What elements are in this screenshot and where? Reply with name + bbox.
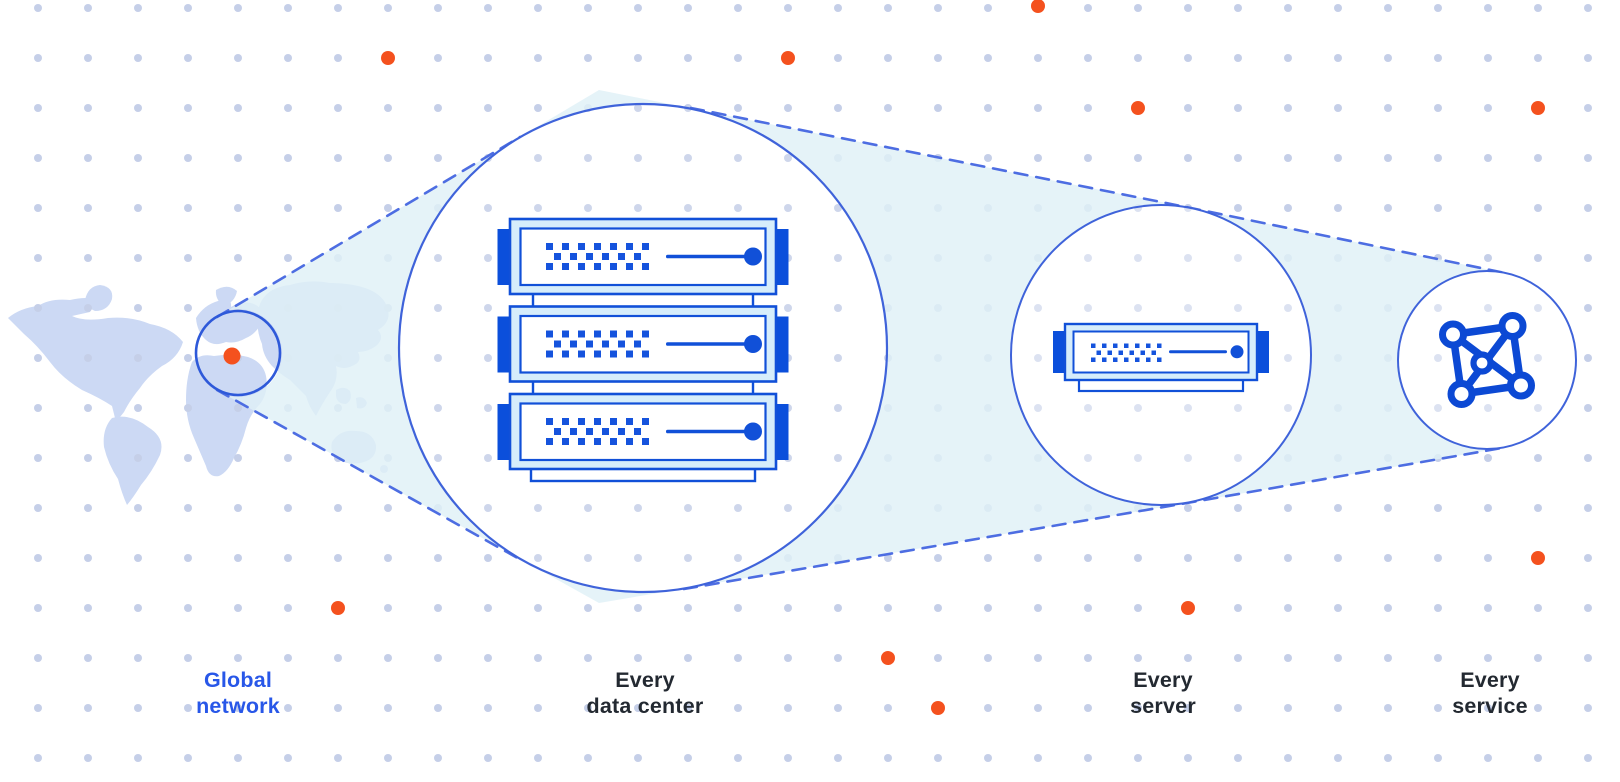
network-mesh-icon [1439,312,1535,408]
label-every-data-center: Every data center [587,667,704,719]
label-line: Every [1133,668,1193,692]
accent-dots [331,0,1545,715]
server-icon [1053,322,1269,393]
label-line: Every [615,668,675,692]
label-every-server: Every server [1130,667,1196,719]
map-location-dot [223,347,241,365]
label-line: service [1452,694,1528,718]
label-line: network [196,694,280,718]
label-line: data center [586,694,704,718]
label-every-service: Every service [1452,667,1528,719]
server-rack-icon [496,217,790,483]
label-global-network: Global network [196,667,280,719]
label-line: server [1130,694,1196,718]
label-line: Every [1460,668,1520,692]
label-line: Global [203,668,273,692]
globe-highlight-circle [194,309,282,397]
